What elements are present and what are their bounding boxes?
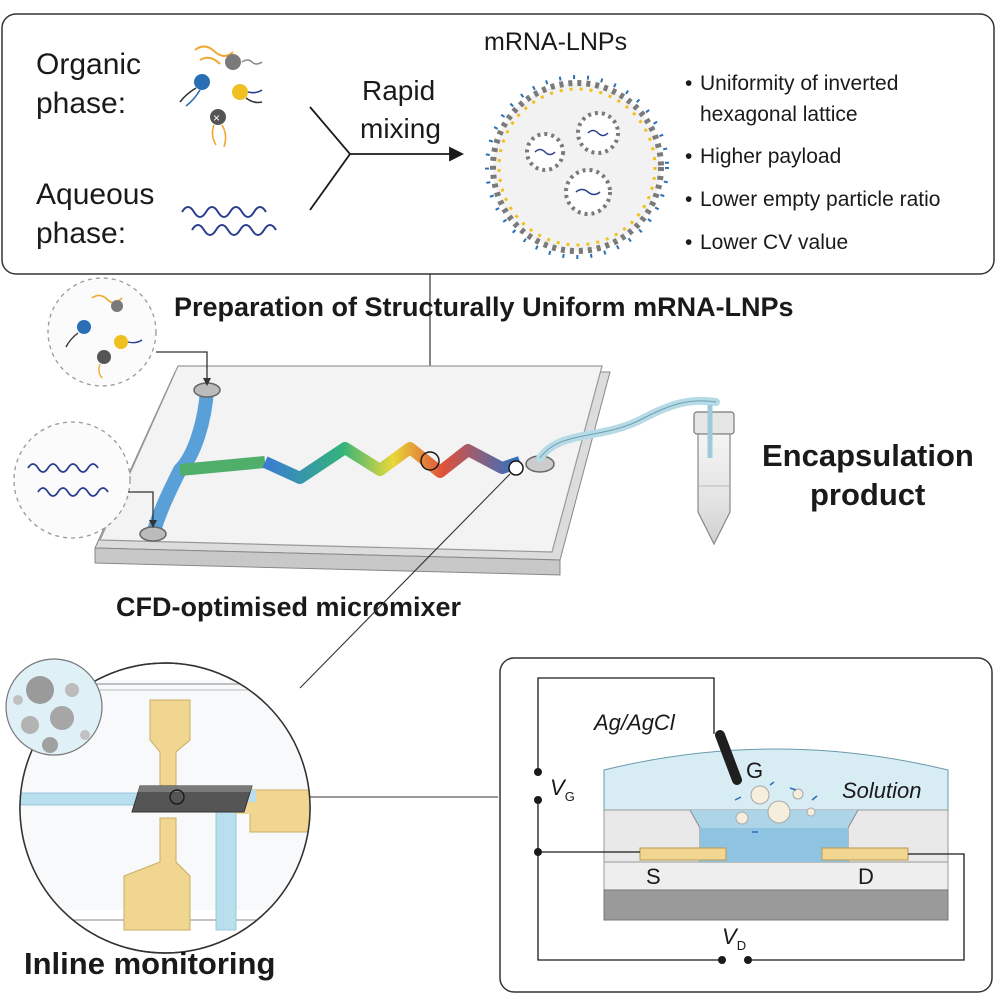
source-label: S — [646, 864, 661, 889]
terminal-dot — [534, 796, 542, 804]
terminal-dot — [534, 848, 542, 856]
organic-phase-label-2: phase: — [36, 87, 126, 120]
gate-label: G — [746, 758, 763, 783]
terminal-dot — [534, 768, 542, 776]
vg-label: VG — [550, 775, 575, 804]
encapsulation-label-1: Encapsulation — [762, 438, 974, 473]
inline-monitoring-label: Inline monitoring — [24, 946, 275, 981]
collection-tube-icon — [693, 405, 735, 546]
organic-phase-label-1: Organic — [36, 48, 141, 81]
outlet-tubing-edge — [539, 400, 717, 459]
mixer-channels — [139, 382, 555, 542]
bullet-payload: Higher payload — [700, 145, 841, 168]
aqueous-inlet-callout — [13, 421, 157, 539]
organic-inlet-callout — [47, 277, 211, 387]
rapid-label: Rapid — [362, 75, 435, 106]
bullet-dot: • — [685, 72, 692, 95]
bullet-dot: • — [685, 145, 692, 168]
monitoring-zoom-view — [19, 662, 311, 954]
micromixer-chip — [94, 365, 611, 576]
organic-lipids-icon: × — [179, 45, 263, 148]
lnp-title: mRNA-LNPs — [484, 28, 627, 56]
cross-mark-icon: × — [213, 111, 220, 125]
drain-label: D — [858, 864, 874, 889]
arrow-head-icon — [149, 520, 157, 528]
section-title: Preparation of Structurally Uniform mRNA… — [174, 292, 794, 322]
aqueous-phase-label-1: Aqueous — [36, 178, 154, 211]
lnp-particle-icon — [485, 75, 669, 259]
mrna-strands-icon — [181, 206, 277, 236]
mixing-zoom-marker — [420, 451, 440, 471]
aqueous-phase-label-2: phase: — [36, 217, 126, 250]
solution-label: Solution — [842, 778, 922, 803]
arrow-head-icon — [449, 146, 465, 162]
electrode-label: Ag/AgCl — [592, 710, 676, 735]
bullet-cv: Lower CV value — [700, 231, 848, 254]
sensor-zoom-marker — [508, 460, 524, 476]
transistor-device — [603, 730, 949, 921]
mixing-label: mixing — [360, 113, 441, 144]
arrow-head-icon — [203, 378, 211, 386]
property-list: • Uniformity of inverted hexagonal latti… — [685, 72, 940, 254]
terminal-dot — [744, 956, 752, 964]
bullet-empty-ratio: Lower empty particle ratio — [700, 188, 940, 211]
bullet-dot: • — [685, 231, 692, 254]
terminal-dot — [718, 956, 726, 964]
encapsulation-label-2: product — [810, 477, 925, 512]
bullet-uniformity-2: hexagonal lattice — [700, 103, 858, 126]
bullet-uniformity-1: Uniformity of inverted — [700, 72, 898, 95]
particle-zoom-view — [5, 658, 103, 756]
converging-lines — [309, 106, 465, 211]
zoom-line-to-monitor — [299, 473, 511, 689]
bullet-dot: • — [685, 188, 692, 211]
inlet-aqueous — [139, 526, 167, 542]
vd-label: VD — [722, 924, 746, 953]
micromixer-label: CFD-optimised micromixer — [116, 592, 462, 622]
